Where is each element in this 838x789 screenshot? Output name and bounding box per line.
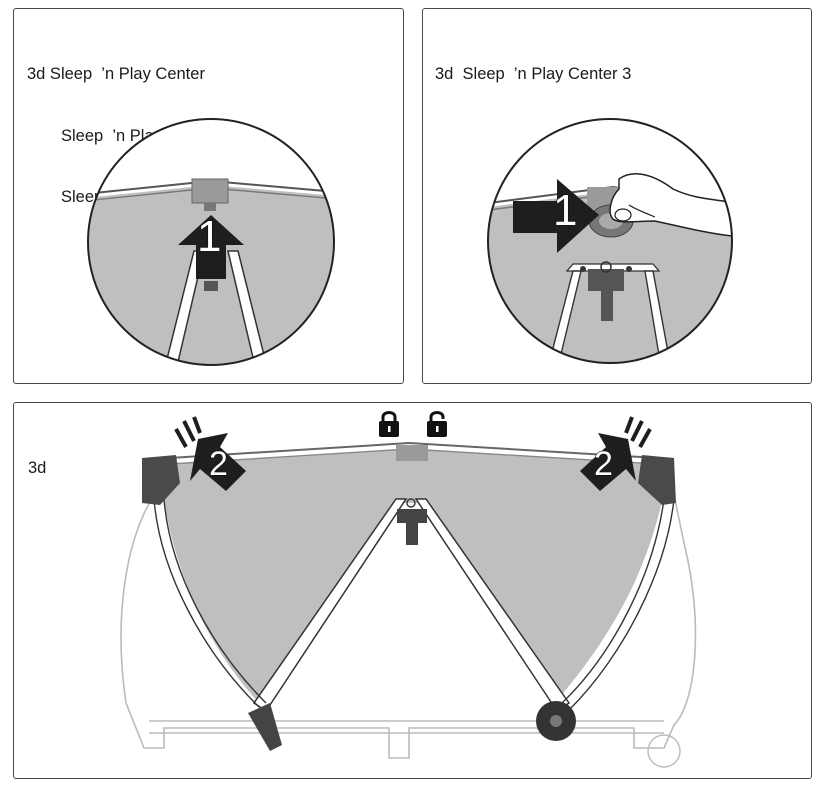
detail-circle-illustration: 1 (487, 118, 733, 364)
arrow-up-icon (178, 215, 244, 279)
press-down-arrow-icon (580, 416, 652, 491)
model-label-list: 3d (28, 417, 46, 520)
unlock-icon (427, 411, 447, 437)
step-panel-top-left: 3d Sleep ’n Play Center Sleep ’n Play Ce… (13, 8, 404, 384)
arrow-right-icon (513, 179, 599, 253)
step-number: 1 (553, 186, 577, 235)
step-number: 2 (594, 445, 613, 483)
lock-icon (379, 411, 399, 437)
model-label-line: 3d Sleep ’n Play Center 3 (435, 65, 632, 83)
step-number: 2 (209, 445, 228, 483)
model-label-line: 3d (28, 459, 47, 477)
step-panel-top-right: 3d Sleep ’n Play Center 3 (422, 8, 812, 384)
model-label-list: 3d Sleep ’n Play Center 3 (435, 23, 631, 126)
step-number: 1 (197, 212, 221, 261)
playard-illustration: 2 2 (120, 411, 697, 768)
model-label-line: 3d Sleep ’n Play Center (27, 65, 205, 83)
step-panel-bottom: 3d (13, 402, 812, 779)
press-down-arrow-icon (174, 416, 246, 491)
detail-circle-illustration: 1 (87, 118, 335, 366)
